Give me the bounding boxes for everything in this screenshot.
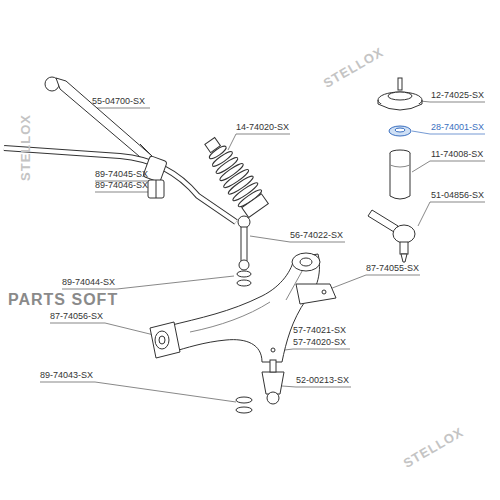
stabilizer-link bbox=[237, 216, 251, 286]
tie-rod-end bbox=[368, 210, 415, 262]
callout-number: 28-74001-SX bbox=[431, 122, 484, 133]
callout-number: 12-74025-SX bbox=[431, 90, 484, 101]
callout-number: 89-74043-SX bbox=[40, 370, 93, 381]
callout-number: 89-74044-SX bbox=[62, 277, 115, 288]
bump-stop bbox=[390, 150, 410, 199]
ball-joint bbox=[262, 348, 284, 404]
callout-number: 55-04700-SX bbox=[92, 96, 145, 107]
front-bushing bbox=[150, 322, 180, 358]
callout-number: 52-00213-SX bbox=[296, 375, 349, 386]
callout-number: 56-74022-SX bbox=[290, 230, 343, 241]
brand-watermark: STELLOX bbox=[401, 424, 466, 470]
washers bbox=[236, 397, 252, 413]
rear-bushing bbox=[292, 253, 336, 304]
brand-watermark: STELLOX bbox=[18, 114, 33, 181]
strut-bearing bbox=[389, 126, 411, 136]
callout-number: 87-74056-SX bbox=[50, 311, 103, 322]
leader-lines bbox=[40, 100, 485, 402]
callout-number: 89-74045-SX bbox=[95, 169, 148, 180]
callout-number: 87-74055-SX bbox=[366, 263, 419, 274]
callout-number: 57-74020-SX bbox=[293, 337, 346, 348]
callout-number: 89-74046-SX bbox=[95, 180, 148, 191]
callout-number: 11-74008-SX bbox=[431, 149, 483, 160]
callout-number: 51-04856-SX bbox=[431, 190, 484, 201]
stabilizer-bar bbox=[4, 148, 236, 222]
callout-number: 14-74020-SX bbox=[236, 122, 289, 133]
callout-number: 57-74021-SX bbox=[293, 325, 346, 336]
strut-mount bbox=[378, 78, 422, 110]
watermark: PARTS SOFT bbox=[8, 291, 118, 309]
brand-watermark: STELLOX bbox=[321, 44, 386, 90]
